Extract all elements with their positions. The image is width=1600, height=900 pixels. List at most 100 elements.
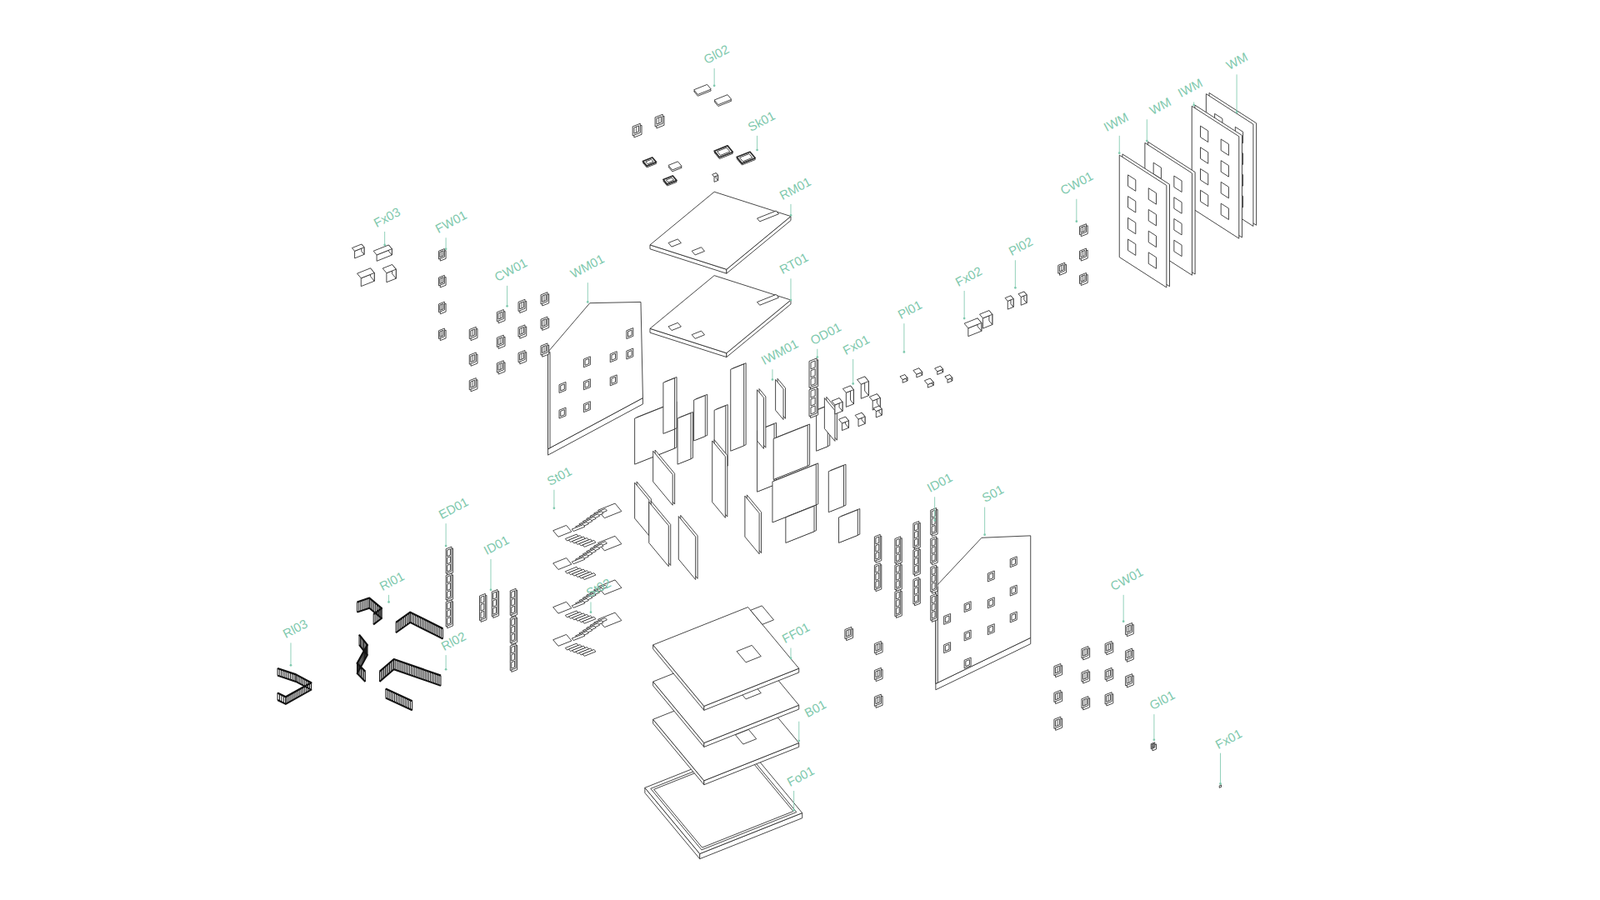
leader-line [1146,119,1148,141]
drawing-part [828,465,844,512]
drawing-part [668,161,682,170]
drawing-line [386,690,388,700]
drawing-part [1126,675,1134,688]
drawing-part [1220,181,1229,198]
leader-dot [553,506,556,510]
drawing-part [553,558,572,570]
drawing-line [521,353,523,360]
drawing-part [914,530,918,539]
drawing-part [931,546,935,555]
drawing-line [421,669,423,680]
drawing-part [611,376,616,384]
drawing-part [855,412,865,420]
drawing-part [1174,218,1182,235]
drawing-line [403,616,405,627]
drawing-line [430,622,431,633]
drawing-part [875,551,880,560]
drawing-part [757,390,765,450]
drawing-line [877,644,879,650]
leader-line [798,721,800,741]
drawing-part [1011,613,1016,620]
drawing-part [931,603,935,611]
drawing-line [435,673,436,684]
drawing-part [445,573,452,600]
drawing-line [440,277,442,283]
drawing-part [736,151,755,164]
drawing-part [875,643,883,655]
drawing-part [842,385,854,393]
drawing-part [691,247,705,255]
drawing-part [373,245,392,255]
drawing-part [895,563,901,590]
drawing-part [1080,224,1087,235]
drawing-part [571,600,585,608]
drawing-line [1108,670,1110,677]
drawing-part [1126,625,1131,633]
drawing-part [445,546,452,574]
drawing-part [810,369,815,378]
leader-line [587,282,589,302]
drawing-line [395,612,443,630]
drawing-part [1106,669,1114,681]
drawing-part [757,210,780,222]
drawing-part [447,575,451,584]
drawing-part [895,599,900,607]
drawing-part [1200,125,1208,142]
part-code: WM [1223,50,1250,73]
drawing-part [511,645,515,654]
part-code: FF01 [780,620,812,646]
drawing-part [691,330,705,339]
drawing-line [1056,666,1058,673]
leader-dot [790,656,793,660]
drawing-part [914,587,918,595]
drawing-part [913,368,923,375]
leader-line [1015,260,1016,288]
drawing-part [1220,139,1229,155]
drawing-part [440,330,444,337]
drawing-part [540,343,548,355]
drawing-part [845,629,850,637]
part-code: RM01 [777,175,813,202]
drawing-part [1220,203,1229,220]
drawing-part [914,538,918,546]
drawing-part [498,362,503,370]
drawing-part [1148,209,1156,225]
drawing-part [895,589,901,616]
leader-line [590,601,591,612]
drawing-line [386,665,388,675]
drawing-part [1083,671,1090,684]
drawing-part [914,565,918,573]
drawing-part [480,610,485,619]
drawing-part [1083,698,1088,706]
leader-dot [933,519,936,522]
drawing-line [425,620,426,630]
drawing-line [658,117,660,124]
drawing-part [875,572,880,580]
leader-dot [983,533,986,536]
drawing-part [548,301,644,449]
drawing-part [736,645,761,662]
drawing-part [1055,692,1060,700]
drawing-line [500,363,501,370]
drawing-part [1174,197,1182,214]
drawing-part [542,294,550,306]
drawing-line [375,613,376,624]
drawing-line [389,662,390,673]
drawing-part [895,591,900,600]
drawing-part [1055,691,1063,704]
drawing-line [414,666,415,677]
drawing-part [875,544,880,552]
drawing-part [1081,646,1089,659]
drawing-part [1174,175,1182,192]
drawing-line [405,663,407,674]
drawing-part [785,505,815,543]
drawing-line [357,598,382,615]
drawing-part [989,625,994,633]
drawing-part [809,386,817,416]
part-code: Gl02 [701,42,731,66]
drawing-part [626,348,634,360]
drawing-part [1200,147,1208,164]
drawing-line [440,251,442,257]
drawing-part [945,375,953,380]
